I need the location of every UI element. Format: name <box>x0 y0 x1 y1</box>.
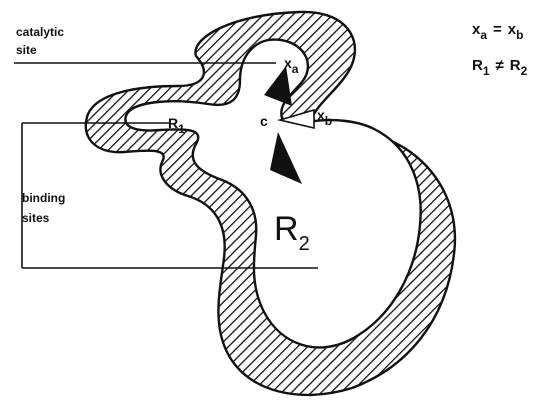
equation-r1-not-equal-r2: R1≠R2 <box>472 57 528 78</box>
equation-xa-equals-xb: xa=xb <box>472 21 523 42</box>
protein-body <box>86 12 455 395</box>
center-c-label: c <box>260 113 268 129</box>
binding-sites-label-line1: binding <box>22 191 65 205</box>
binding-sites-label-line2: sites <box>22 211 50 225</box>
catalytic-site-label-line2: site <box>16 43 37 57</box>
catalytic-site-label-line1: catalytic <box>16 25 64 39</box>
